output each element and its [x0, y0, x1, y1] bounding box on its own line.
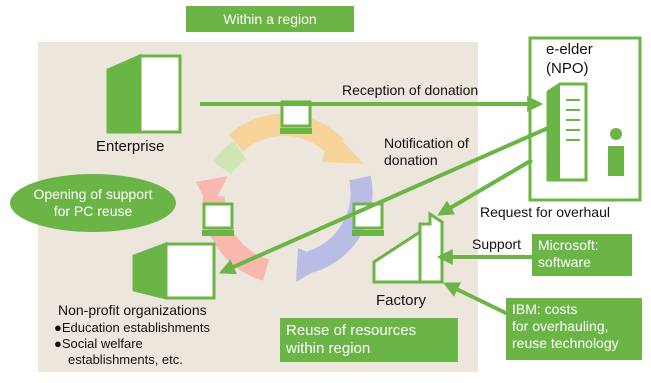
- enterprise-label: Enterprise: [96, 138, 165, 155]
- cycle-arrowhead-top: [322, 128, 364, 164]
- title-box: Within a region: [186, 6, 354, 32]
- person-icon: [608, 128, 624, 176]
- ibm-line-3: reuse technology: [512, 335, 619, 351]
- microsoft-callout: Microsoft: software: [532, 234, 632, 276]
- support-label: Support: [472, 236, 522, 252]
- opening-support-line-2: for PC reuse: [53, 203, 133, 219]
- cycle-arc-join: [212, 140, 247, 175]
- cycle-arc-right: [306, 175, 373, 273]
- microsoft-line-2: software: [538, 254, 591, 270]
- npo-label: e-elder (NPO): [546, 40, 593, 78]
- notification-label-line-1: Notification of: [384, 135, 469, 151]
- overhaul-label: Request for overhaul: [480, 204, 610, 220]
- flow-arrows: [200, 96, 549, 318]
- opening-support-callout: Opening of support for PC reuse: [10, 174, 176, 232]
- computer-icon-left: [202, 202, 234, 236]
- reception-label: Reception of donation: [342, 82, 479, 98]
- computer-icon-top: [280, 100, 312, 134]
- nonprofit-label: Non-profit organizations: [58, 302, 207, 318]
- notification-label: Notification of donation: [384, 135, 469, 169]
- cycle-arrowhead-right: [296, 248, 330, 282]
- ibm-line-2: for overhauling,: [512, 318, 609, 334]
- microsoft-line-1: Microsoft:: [538, 237, 599, 253]
- ibm-line-1: IBM: costs: [512, 301, 578, 317]
- reuse-line-1: Reuse of resources: [286, 322, 417, 339]
- npo-label-line-2: (NPO): [546, 60, 589, 77]
- ibm-callout: IBM: costs for overhauling, reuse techno…: [506, 298, 642, 360]
- reuse-line-2: within region: [286, 340, 371, 357]
- nonprofit-building-icon: [132, 241, 216, 300]
- nonprofit-item-welfare-cont: establishments, etc.: [68, 352, 183, 367]
- factory-label: Factory: [376, 292, 427, 309]
- cycle-arrowhead-left: [196, 176, 228, 210]
- arrow-overhaul: [437, 158, 534, 216]
- nonprofit-list: ●Education establishments ●Social welfar…: [54, 320, 210, 368]
- notification-label-line-2: donation: [384, 152, 438, 168]
- npo-label-line-1: e-elder: [546, 41, 593, 58]
- server-icon: [546, 82, 588, 182]
- arrow-ibm: [443, 282, 513, 318]
- reuse-callout: Reuse of resources within region: [280, 318, 458, 362]
- nonprofit-item-welfare: ●Social welfare: [54, 336, 143, 351]
- enterprise-building-icon: [106, 53, 182, 134]
- nonprofit-item-education: ●Education establishments: [54, 320, 210, 335]
- arrow-notification: [219, 126, 549, 275]
- opening-support-line-1: Opening of support: [33, 186, 153, 202]
- page-title: Within a region: [223, 11, 317, 27]
